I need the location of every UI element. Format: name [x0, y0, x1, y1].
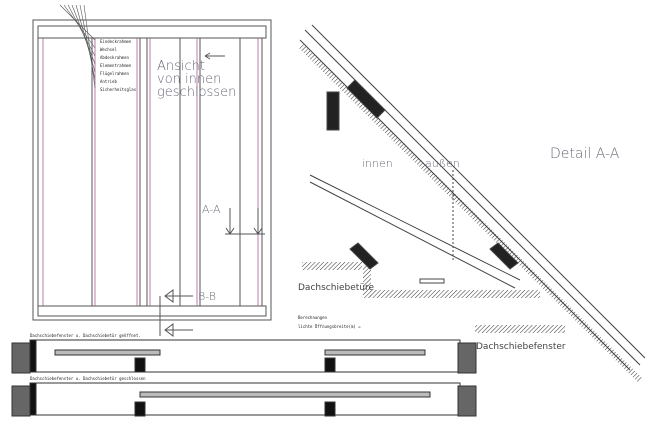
section-a-label: A-A	[202, 203, 221, 216]
legend-item: Sicherheitsglas	[100, 87, 137, 92]
plan-open	[11, 339, 477, 374]
legend-leaders	[59, 4, 96, 89]
elevation-view	[32, 4, 272, 337]
door-label: Dachschiebetüre	[298, 283, 374, 293]
view-title-line1: Ansicht	[157, 59, 206, 74]
detail-title: Detail A-A	[550, 146, 620, 162]
window-label: Dachschiebefenster	[476, 342, 566, 352]
legend-item: Wechsel	[100, 47, 117, 52]
legend-item: Flügelrahmen	[100, 71, 129, 76]
view-title-line3: geschlossen	[157, 85, 237, 100]
legend-item: Elementrahmen	[100, 63, 132, 68]
frame-lines	[42, 38, 259, 306]
plan-closed	[11, 382, 477, 417]
inner-panel	[326, 91, 340, 131]
plan-closed-caption: Dachschiebefenster u. Dachschiebetür ges…	[30, 376, 146, 381]
view-title-line2: von innen	[157, 72, 222, 87]
plan-open-caption: Dachschiebefenster u. Dachschiebetür geö…	[30, 333, 141, 338]
arrow-left-icon	[204, 52, 225, 60]
section-a-marker	[225, 208, 265, 235]
detail-section	[297, 24, 646, 383]
legend-item: Eindeckrahmen	[100, 39, 132, 44]
section-b-marker	[159, 289, 193, 337]
outer-frame	[32, 19, 272, 321]
legend-item: Abdeckrahmen	[100, 55, 129, 60]
section-b-label: B-B	[198, 290, 216, 303]
outside-label: außen	[425, 157, 460, 170]
legend-item: Antrieb	[100, 79, 117, 84]
calc-line: lichte Öffnungsbreite(m) =	[298, 324, 361, 329]
inside-label: innen	[362, 157, 393, 170]
calc-title: Berechnungen	[298, 315, 327, 320]
